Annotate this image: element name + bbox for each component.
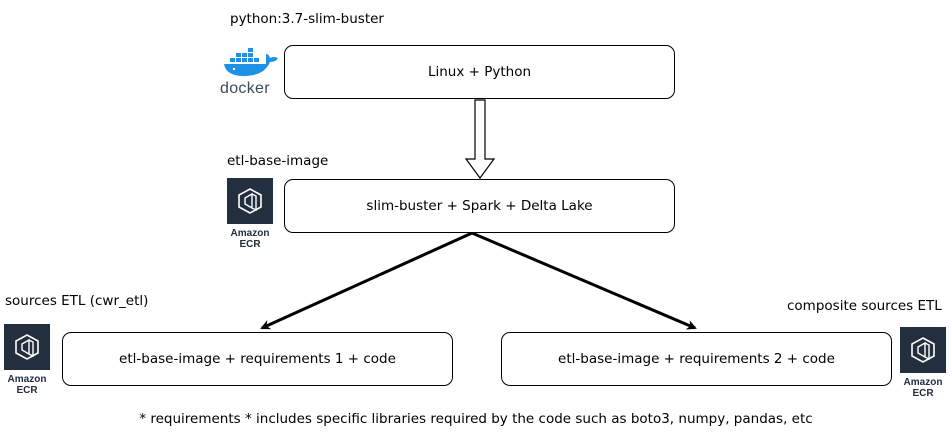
ecr-caption-line2: ECR — [239, 239, 261, 250]
composite-sources-label: composite sources ETL — [787, 298, 942, 314]
requirements-footnote: * requirements * includes specific libra… — [139, 411, 813, 427]
docker-wordmark: docker — [220, 80, 270, 97]
docker-logo: docker — [220, 46, 280, 98]
ecr-icon — [15, 334, 39, 360]
ecr-icon — [911, 337, 935, 363]
ecr-caption-line1: Amazon — [7, 374, 47, 385]
etl-base-image-label: etl-base-image — [227, 153, 329, 169]
ecr-caption-line1: Amazon — [903, 377, 943, 388]
ecr-caption-line2: ECR — [16, 385, 38, 396]
ecr-caption-line1: Amazon — [230, 228, 270, 239]
requirements-1-box: etl-base-image + requirements 1 + code — [62, 332, 453, 386]
sources-etl-label: sources ETL (cwr_etl) — [5, 293, 149, 309]
docker-image-label: python:3.7-slim-buster — [230, 11, 384, 27]
arrow-to-left-box — [260, 231, 473, 330]
docker-whale-icon — [224, 48, 278, 76]
spark-delta-box: slim-buster + Spark + Delta Lake — [284, 179, 675, 233]
linux-python-box: Linux + Python — [284, 45, 675, 99]
hollow-down-arrow — [464, 99, 496, 180]
ecr-caption-line2: ECR — [912, 388, 934, 399]
requirements-2-box: etl-base-image + requirements 2 + code — [501, 332, 892, 386]
arrow-to-right-box — [471, 231, 697, 330]
ecr-icon — [238, 188, 262, 214]
